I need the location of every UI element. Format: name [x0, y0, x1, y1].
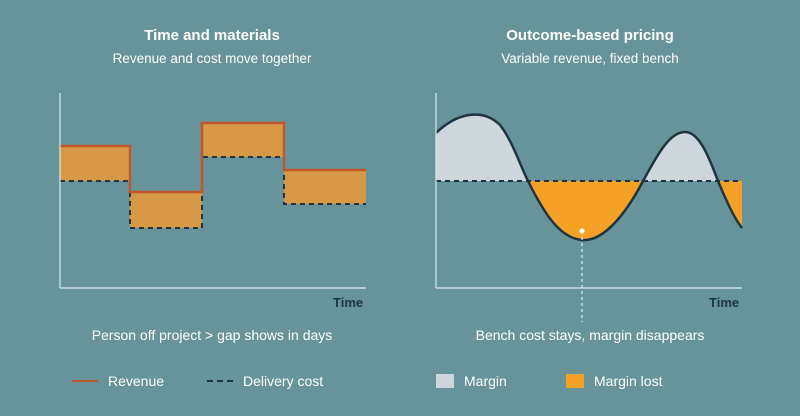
right-callout-dot — [579, 228, 585, 234]
left-title: Time and materials — [144, 27, 280, 44]
legend-delivery-cost-swatch — [207, 380, 233, 382]
left-chart — [59, 93, 366, 289]
legend-margin: Margin — [436, 373, 507, 389]
right-subtitle: Variable revenue, fixed bench — [501, 51, 679, 66]
legend-delivery-cost-label: Delivery cost — [243, 373, 324, 389]
right-chart — [435, 93, 743, 322]
legend-revenue-swatch — [72, 380, 98, 382]
right-axis-x-label: Time — [709, 295, 740, 310]
left-subtitle: Revenue and cost move together — [112, 51, 312, 66]
left-axis-x-label: Time — [333, 295, 364, 310]
right-margin-area-2 — [643, 132, 718, 181]
legend-margin-lost-label: Margin lost — [594, 373, 663, 389]
legend-margin-label: Margin — [464, 373, 507, 389]
legend-delivery-cost: Delivery cost — [207, 373, 323, 389]
legend-revenue-label: Revenue — [108, 373, 165, 389]
left-delivery-cost-line — [60, 156, 366, 229]
right-title: Outcome-based pricing — [506, 27, 674, 44]
right-caption: Bench cost stays, margin disappears — [475, 327, 705, 343]
right-margin-area-1 — [436, 114, 528, 181]
legend-margin-swatch — [436, 374, 454, 388]
left-revenue-line — [60, 121, 366, 194]
left-gap-2 — [130, 192, 202, 228]
left-gap-3 — [202, 123, 284, 157]
legend-margin-lost: Margin lost — [566, 373, 662, 389]
right-revenue-curve — [435, 113, 743, 242]
legend-margin-lost-swatch — [566, 374, 584, 388]
legend-revenue: Revenue — [72, 373, 164, 389]
left-gap-1 — [60, 146, 130, 181]
left-gap-4 — [284, 170, 366, 204]
left-caption: Person off project > gap shows in days — [91, 327, 333, 343]
